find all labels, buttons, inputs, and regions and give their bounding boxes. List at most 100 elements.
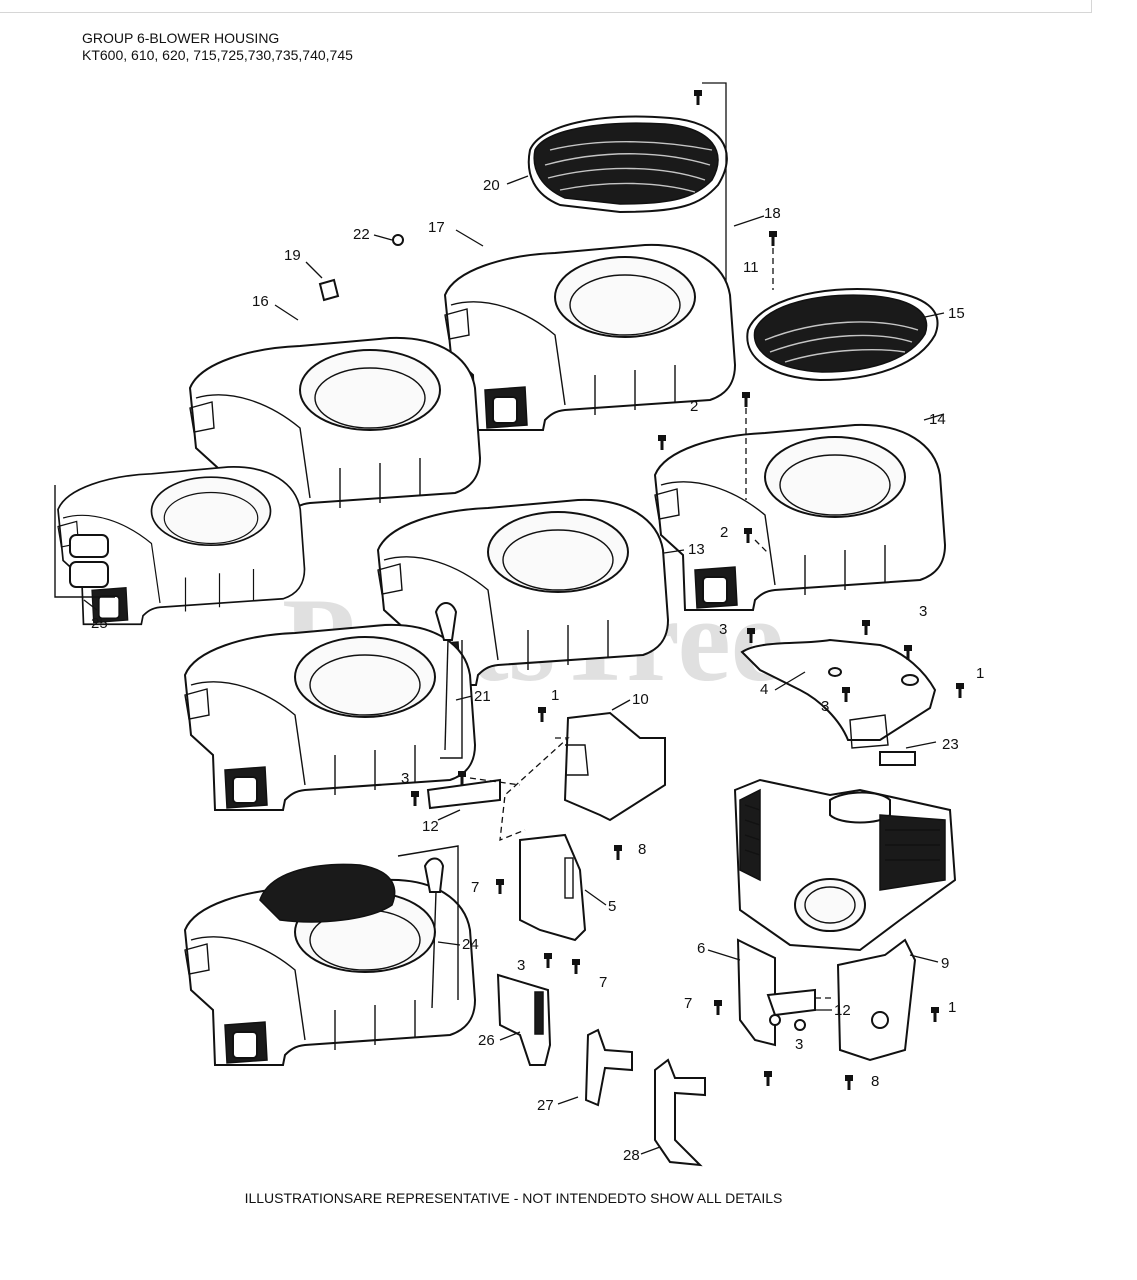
part-24-dipstick[interactable]	[423, 857, 445, 1009]
part-21-blower-housing[interactable]	[184, 623, 476, 811]
part-10-baffle[interactable]	[563, 711, 666, 822]
part-21-dipstick[interactable]	[434, 602, 458, 751]
part-27-bracket[interactable]	[584, 1028, 633, 1107]
callout-1c: 1	[948, 999, 956, 1016]
part-15-grill[interactable]	[746, 288, 939, 382]
nut-3a	[769, 1014, 781, 1026]
callout-9: 9	[941, 955, 949, 972]
leader-9	[909, 954, 939, 963]
part-6-baffle[interactable]	[736, 938, 776, 1047]
callout-21: 21	[474, 688, 491, 705]
right-border-line	[1091, 0, 1092, 13]
callout-14: 14	[929, 411, 946, 428]
callout-12a: 12	[422, 818, 439, 835]
leader-10	[611, 699, 631, 711]
bolt-icon-3h	[764, 1071, 772, 1086]
leader-26	[499, 1031, 521, 1041]
dipstick-24-bracket	[397, 845, 459, 1000]
callout-23: 23	[942, 736, 959, 753]
callout-2a: 2	[690, 398, 698, 415]
part-12-bracket[interactable]	[426, 778, 501, 810]
bolt-icon-3g	[544, 953, 552, 968]
part-4-bracket[interactable]	[740, 638, 937, 749]
part-20-grill-cover[interactable]	[527, 115, 728, 214]
leader-24	[437, 941, 461, 946]
callout-5: 5	[608, 898, 616, 915]
decal-lower	[69, 561, 109, 588]
part-26-bracket[interactable]	[496, 973, 552, 1066]
part-24-grill	[259, 863, 396, 923]
leader-18	[733, 215, 765, 227]
callout-28: 28	[623, 1147, 640, 1164]
part-28-bracket[interactable]	[654, 1058, 706, 1167]
leader-16	[274, 304, 299, 321]
leader-12a	[437, 809, 461, 821]
leader-5	[584, 889, 607, 906]
bolt-icon-top	[694, 90, 702, 105]
leader-22	[373, 234, 393, 241]
part-19-clip[interactable]	[318, 278, 340, 302]
callout-25: 25	[91, 615, 108, 632]
callout-15: 15	[948, 305, 965, 322]
callout-26: 26	[478, 1032, 495, 1049]
part-14-blower-housing[interactable]	[654, 423, 946, 611]
model-list: KT600, 610, 620, 715,725,730,735,740,745	[82, 47, 353, 63]
bolt-icon-8b	[845, 1075, 853, 1090]
dash-10	[499, 737, 570, 842]
callout-27: 27	[537, 1097, 554, 1114]
nut-3b	[794, 1019, 806, 1031]
leader-19	[305, 261, 323, 279]
callout-22: 22	[353, 226, 370, 243]
bolt-icon-11	[769, 231, 777, 246]
part-22-fastener[interactable]	[392, 234, 404, 246]
callout-11: 11	[743, 259, 759, 276]
decal-upper	[69, 534, 109, 558]
leader-27	[557, 1096, 579, 1105]
callout-8b: 8	[871, 1073, 879, 1090]
callout-3d: 3	[401, 770, 409, 787]
leader-14	[923, 413, 945, 421]
callout-24: 24	[462, 936, 479, 953]
part-12-lower-bracket[interactable]	[766, 988, 816, 1017]
dash-2c	[754, 539, 769, 554]
bolt-icon-3f	[411, 791, 419, 806]
callout-6: 6	[697, 940, 705, 957]
callout-2b: 2	[720, 524, 728, 541]
part-9-baffle[interactable]	[836, 938, 917, 1062]
callout-7c: 7	[684, 995, 692, 1012]
page-title: GROUP 6-BLOWER HOUSING	[82, 30, 280, 46]
callout-1a: 1	[976, 665, 984, 682]
bolt-icon-1c	[931, 1007, 939, 1022]
callout-16: 16	[252, 293, 269, 310]
callout-3f: 3	[795, 1036, 803, 1053]
leader-6	[707, 949, 741, 961]
callout-20: 20	[483, 177, 500, 194]
engine-block[interactable]	[733, 778, 957, 952]
leader-28	[640, 1146, 661, 1155]
leader-13	[663, 549, 685, 554]
part-25-bracket	[54, 485, 115, 598]
bolt-icon-7a	[496, 879, 504, 894]
top-border-line	[0, 12, 1092, 13]
bolt-icon-2b	[658, 435, 666, 450]
bolt-icon-3e	[458, 771, 466, 786]
callout-10: 10	[632, 691, 649, 708]
bolt-icon-2a	[742, 392, 750, 407]
callout-17: 17	[428, 219, 445, 236]
callout-7b: 7	[599, 974, 607, 991]
callout-3e: 3	[517, 957, 525, 974]
callout-4: 4	[760, 681, 768, 698]
dash-12	[469, 777, 521, 786]
callout-8a: 8	[638, 841, 646, 858]
leader-17	[455, 229, 484, 247]
bolt-icon-3a	[862, 620, 870, 635]
callout-1b: 1	[551, 687, 559, 704]
bolt-icon-7c	[714, 1000, 722, 1015]
callout-3b: 3	[719, 621, 727, 638]
part-23-plate[interactable]	[879, 751, 916, 766]
leader-21	[455, 695, 473, 701]
bolt-icon-1b	[538, 707, 546, 722]
callout-18: 18	[764, 205, 781, 222]
part-5-baffle[interactable]	[519, 833, 587, 942]
